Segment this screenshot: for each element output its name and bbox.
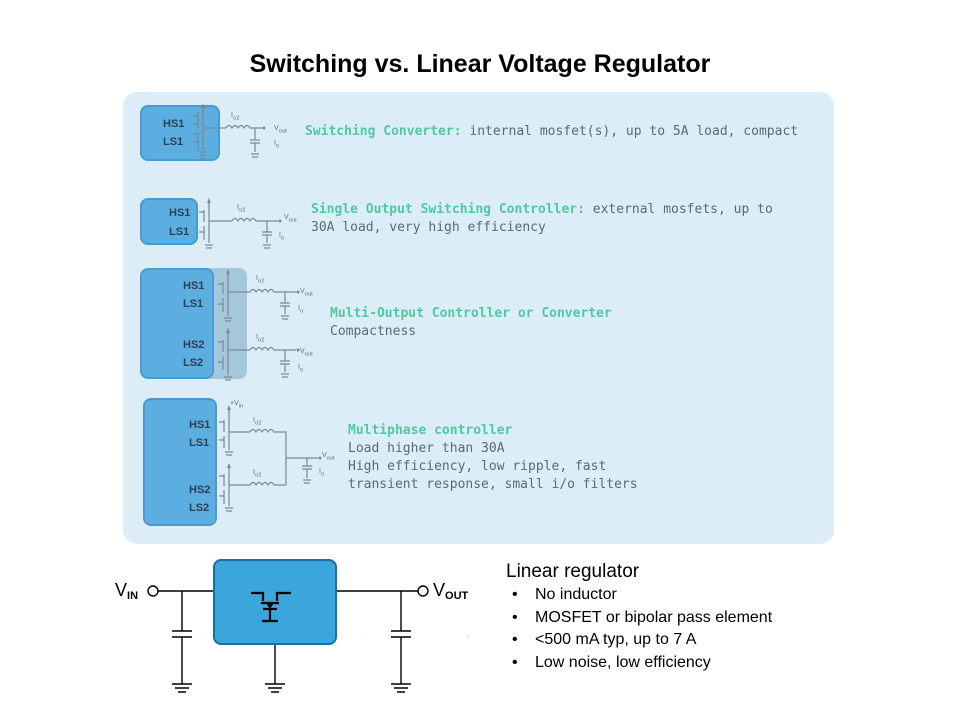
- multiphase-text: transient response, small i/o filters: [348, 477, 638, 492]
- io-label: Io2: [256, 275, 265, 285]
- io-label: Io2: [237, 204, 246, 214]
- io-label: Io: [274, 140, 280, 150]
- ls1-label: LS1: [169, 226, 190, 238]
- single-output-controller-text: 30A load, very high efficiency: [311, 220, 546, 235]
- io-label: Io: [298, 305, 304, 315]
- list-item: •<500 mA typ, up to 7 A: [512, 629, 772, 652]
- multiphase-heading: Multiphase controller: [348, 423, 513, 438]
- hs1-label: HS1: [189, 419, 211, 431]
- io-label: Io: [319, 468, 325, 478]
- single-output-controller-block: [140, 198, 198, 245]
- mosfet-icon: [251, 591, 291, 623]
- switching-converter-heading: Switching Converter:: [305, 124, 462, 139]
- io-label: Io: [298, 364, 304, 374]
- bullet-icon: •: [512, 653, 518, 671]
- single-output-controller-description: Single Output Switching Controller: exte…: [311, 201, 773, 237]
- bullet-icon: •: [512, 586, 518, 603]
- io-label: Io2: [256, 334, 265, 344]
- vout-label: Vout: [300, 288, 313, 298]
- list-item: •No inductor: [512, 584, 772, 607]
- ls1-label: LS1: [163, 136, 184, 148]
- multi-output-controller-block: [140, 268, 214, 379]
- single-output-controller-heading: Single Output Switching Controller:: [311, 202, 585, 217]
- ls2-label: LS2: [183, 357, 204, 369]
- io-label: Io2: [231, 112, 240, 122]
- ls1-label: LS1: [189, 437, 210, 449]
- multi-output-description: Multi-Output Controller or Converter Com…: [330, 305, 612, 341]
- page-title: Switching vs. Linear Voltage Regulator: [249, 50, 711, 78]
- multi-output-heading: Multi-Output Controller or Converter: [330, 306, 612, 321]
- linear-regulator-title: Linear regulator: [506, 561, 640, 582]
- multi-output-text: Compactness: [330, 324, 417, 339]
- hs1-label: HS1: [169, 207, 191, 219]
- linear-regulator-bullets: •No inductor •MOSFET or bipolar pass ele…: [512, 584, 772, 674]
- multiphase-description: Multiphase controller Load higher than 3…: [348, 422, 638, 494]
- bullet-icon: •: [512, 608, 518, 626]
- multiphase-text: Load higher than 30A: [348, 441, 505, 456]
- hs2-label: HS2: [189, 484, 211, 496]
- io-label: Io2: [253, 469, 262, 479]
- vout-label: Vout: [284, 214, 297, 224]
- vout-label: VOUT: [433, 580, 469, 602]
- linear-regulator-block: [213, 559, 337, 645]
- hs1-label: HS1: [163, 118, 185, 130]
- hs1-label: HS1: [183, 280, 205, 292]
- vin-label: VIN: [115, 580, 139, 602]
- multiphase-controller-block: [143, 398, 217, 526]
- single-output-controller-text: external mosfets, up to: [584, 202, 773, 217]
- vout-label: Vout: [274, 125, 287, 135]
- list-item: •MOSFET or bipolar pass element: [512, 607, 772, 630]
- io-label: Io: [279, 232, 285, 242]
- vout-label: Vout: [322, 452, 335, 462]
- switching-converter-description: Switching Converter: internal mosfet(s),…: [305, 123, 798, 141]
- ls1-label: LS1: [183, 298, 204, 310]
- ls2-label: LS2: [189, 502, 210, 514]
- vin-label: +Vin: [230, 400, 244, 410]
- switching-converter-text: internal mosfet(s), up to 5A load, compa…: [461, 124, 799, 139]
- hs2-label: HS2: [183, 339, 205, 351]
- multiphase-text: High efficiency, low ripple, fast: [348, 459, 607, 474]
- io-label: Io2: [253, 417, 262, 427]
- bullet-icon: •: [512, 631, 518, 648]
- list-item: •Low noise, low efficiency: [512, 652, 772, 675]
- vout-label: Vout: [300, 348, 313, 358]
